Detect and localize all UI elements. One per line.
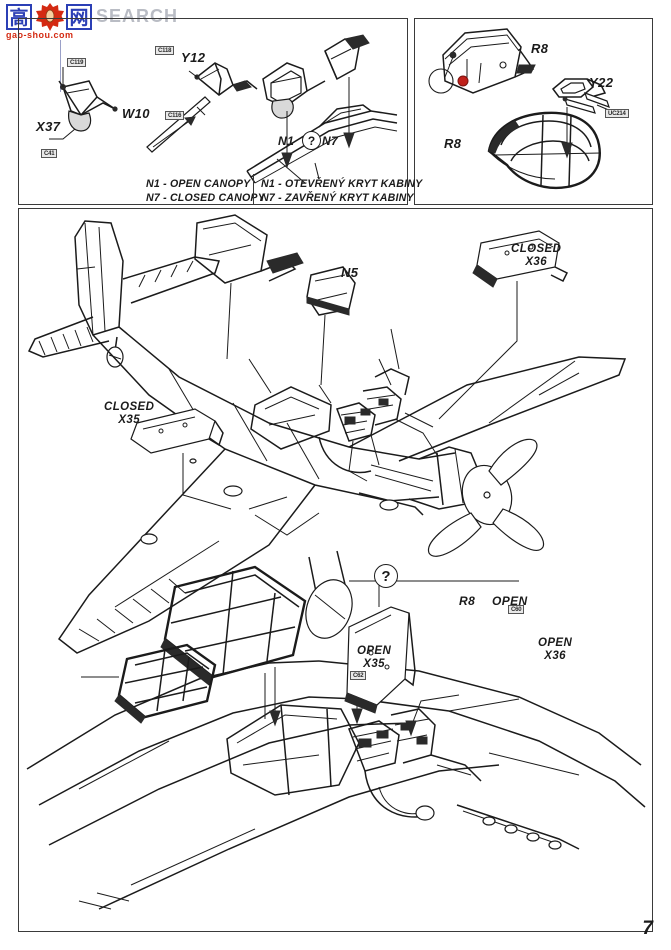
- watermark-search-text: SEARCH: [96, 6, 179, 26]
- callout-x36-open: OPEN X36: [538, 637, 572, 663]
- main-artwork: [26, 214, 646, 910]
- callout-x35-open-state: OPEN: [357, 645, 392, 657]
- top-left-panel: X37 W10 Y12 C119 C41 C116 C118 N1 ? N7: [18, 18, 408, 205]
- top-left-artwork: [49, 34, 398, 184]
- caption-en-closed: N7 - CLOSED CANOPY: [146, 192, 265, 204]
- callout-x36-closed-part: X36: [525, 255, 547, 268]
- part-y12-drawing: [188, 62, 258, 96]
- callout-r8-open-part: R8: [459, 594, 476, 608]
- cockpit-detail-cluster: [318, 368, 438, 482]
- sprue-tag-c118: C118: [155, 46, 175, 55]
- part-label-n5: N5: [341, 265, 359, 280]
- choice-question-icon-top: ?: [302, 131, 321, 150]
- part-label-r8-upper: R8: [531, 41, 549, 56]
- callout-x35-closed: CLOSED X35: [104, 401, 154, 427]
- sprue-tag-c41: C41: [41, 149, 58, 158]
- callout-x36-open-state: OPEN: [538, 637, 573, 649]
- callout-x35-closed-state: CLOSED: [104, 401, 155, 413]
- sprue-tag-c60: C60: [508, 605, 525, 614]
- part-canopy-n1-drawing: [194, 214, 268, 284]
- part-r8-lower-drawing: [487, 107, 602, 190]
- part-x36-closed-drawing: [438, 230, 569, 420]
- part-label-y12: Y12: [181, 50, 206, 65]
- callout-x35-closed-part: X35: [118, 413, 140, 426]
- part-w10-drawing: [146, 96, 211, 153]
- main-assembly-panel: N5 CLOSED X36 CLOSED X35 ? R8 OPEN C60 O…: [18, 208, 653, 932]
- part-label-r8-lower: R8: [444, 136, 462, 151]
- part-x35-closed-drawing: [130, 408, 232, 510]
- caption-en-open: N1 - OPEN CANOPY: [146, 178, 251, 190]
- watermark-badge-icon: [36, 3, 64, 31]
- callout-x36-closed: CLOSED X36: [511, 243, 561, 269]
- watermark-url: gao-shou.com: [6, 30, 74, 40]
- part-n5-drawing: [306, 266, 356, 386]
- sprue-tag-c119: C119: [67, 58, 87, 67]
- canopy-assembly-drawing: [246, 34, 398, 184]
- choice-question-icon-main: ?: [374, 564, 398, 588]
- canopy-option-n7: N7: [322, 134, 339, 148]
- part-r8-open-drawing: [160, 565, 307, 686]
- top-right-panel: R8 R8 Y22 UC214: [414, 18, 653, 205]
- callout-x36-open-part: X36: [544, 649, 566, 662]
- part-x35-open-drawing: [81, 643, 217, 724]
- callout-x35-open: OPEN X35: [357, 645, 391, 671]
- callout-r8-open-state: OPEN: [492, 594, 528, 608]
- part-x37-drawing: [49, 67, 118, 140]
- callout-x36-closed-state: CLOSED: [511, 243, 562, 255]
- part-label-y22: Y22: [589, 75, 614, 90]
- sprue-tag-c116: C116: [165, 111, 185, 120]
- lower-detail-cluster: [348, 708, 482, 821]
- sprue-tag-c62: C62: [350, 671, 367, 680]
- watermark: 高 网 SEARCH gao-shou.com: [4, 2, 214, 42]
- part-r8-upper-drawing: [428, 28, 536, 94]
- top-right-artwork: [428, 28, 612, 190]
- callout-x35-open-part: X35: [363, 657, 385, 670]
- caption-divider: [253, 174, 255, 205]
- canopy-option-n1: N1: [278, 134, 295, 148]
- assembly-arrow-w10: [152, 116, 196, 148]
- caption-cs-open: N1 - OTEVŘENÝ KRYT KABINY: [261, 178, 423, 190]
- caption-cs-closed: N7 - ZAVŘENÝ KRYT KABINY: [261, 192, 414, 204]
- sprue-tag-uc214: UC214: [605, 109, 629, 118]
- watermark-leader-line: [60, 40, 61, 92]
- page-number: 7: [642, 918, 653, 939]
- part-label-x37: X37: [36, 119, 61, 134]
- part-y22-drawing: [551, 78, 612, 114]
- watermark-char-wang: 网: [66, 4, 92, 30]
- part-label-w10: W10: [122, 106, 150, 121]
- aircraft-upper-view: [27, 214, 627, 654]
- part-x36-open-drawing: [344, 580, 416, 714]
- aircraft-lower-view: [26, 565, 646, 910]
